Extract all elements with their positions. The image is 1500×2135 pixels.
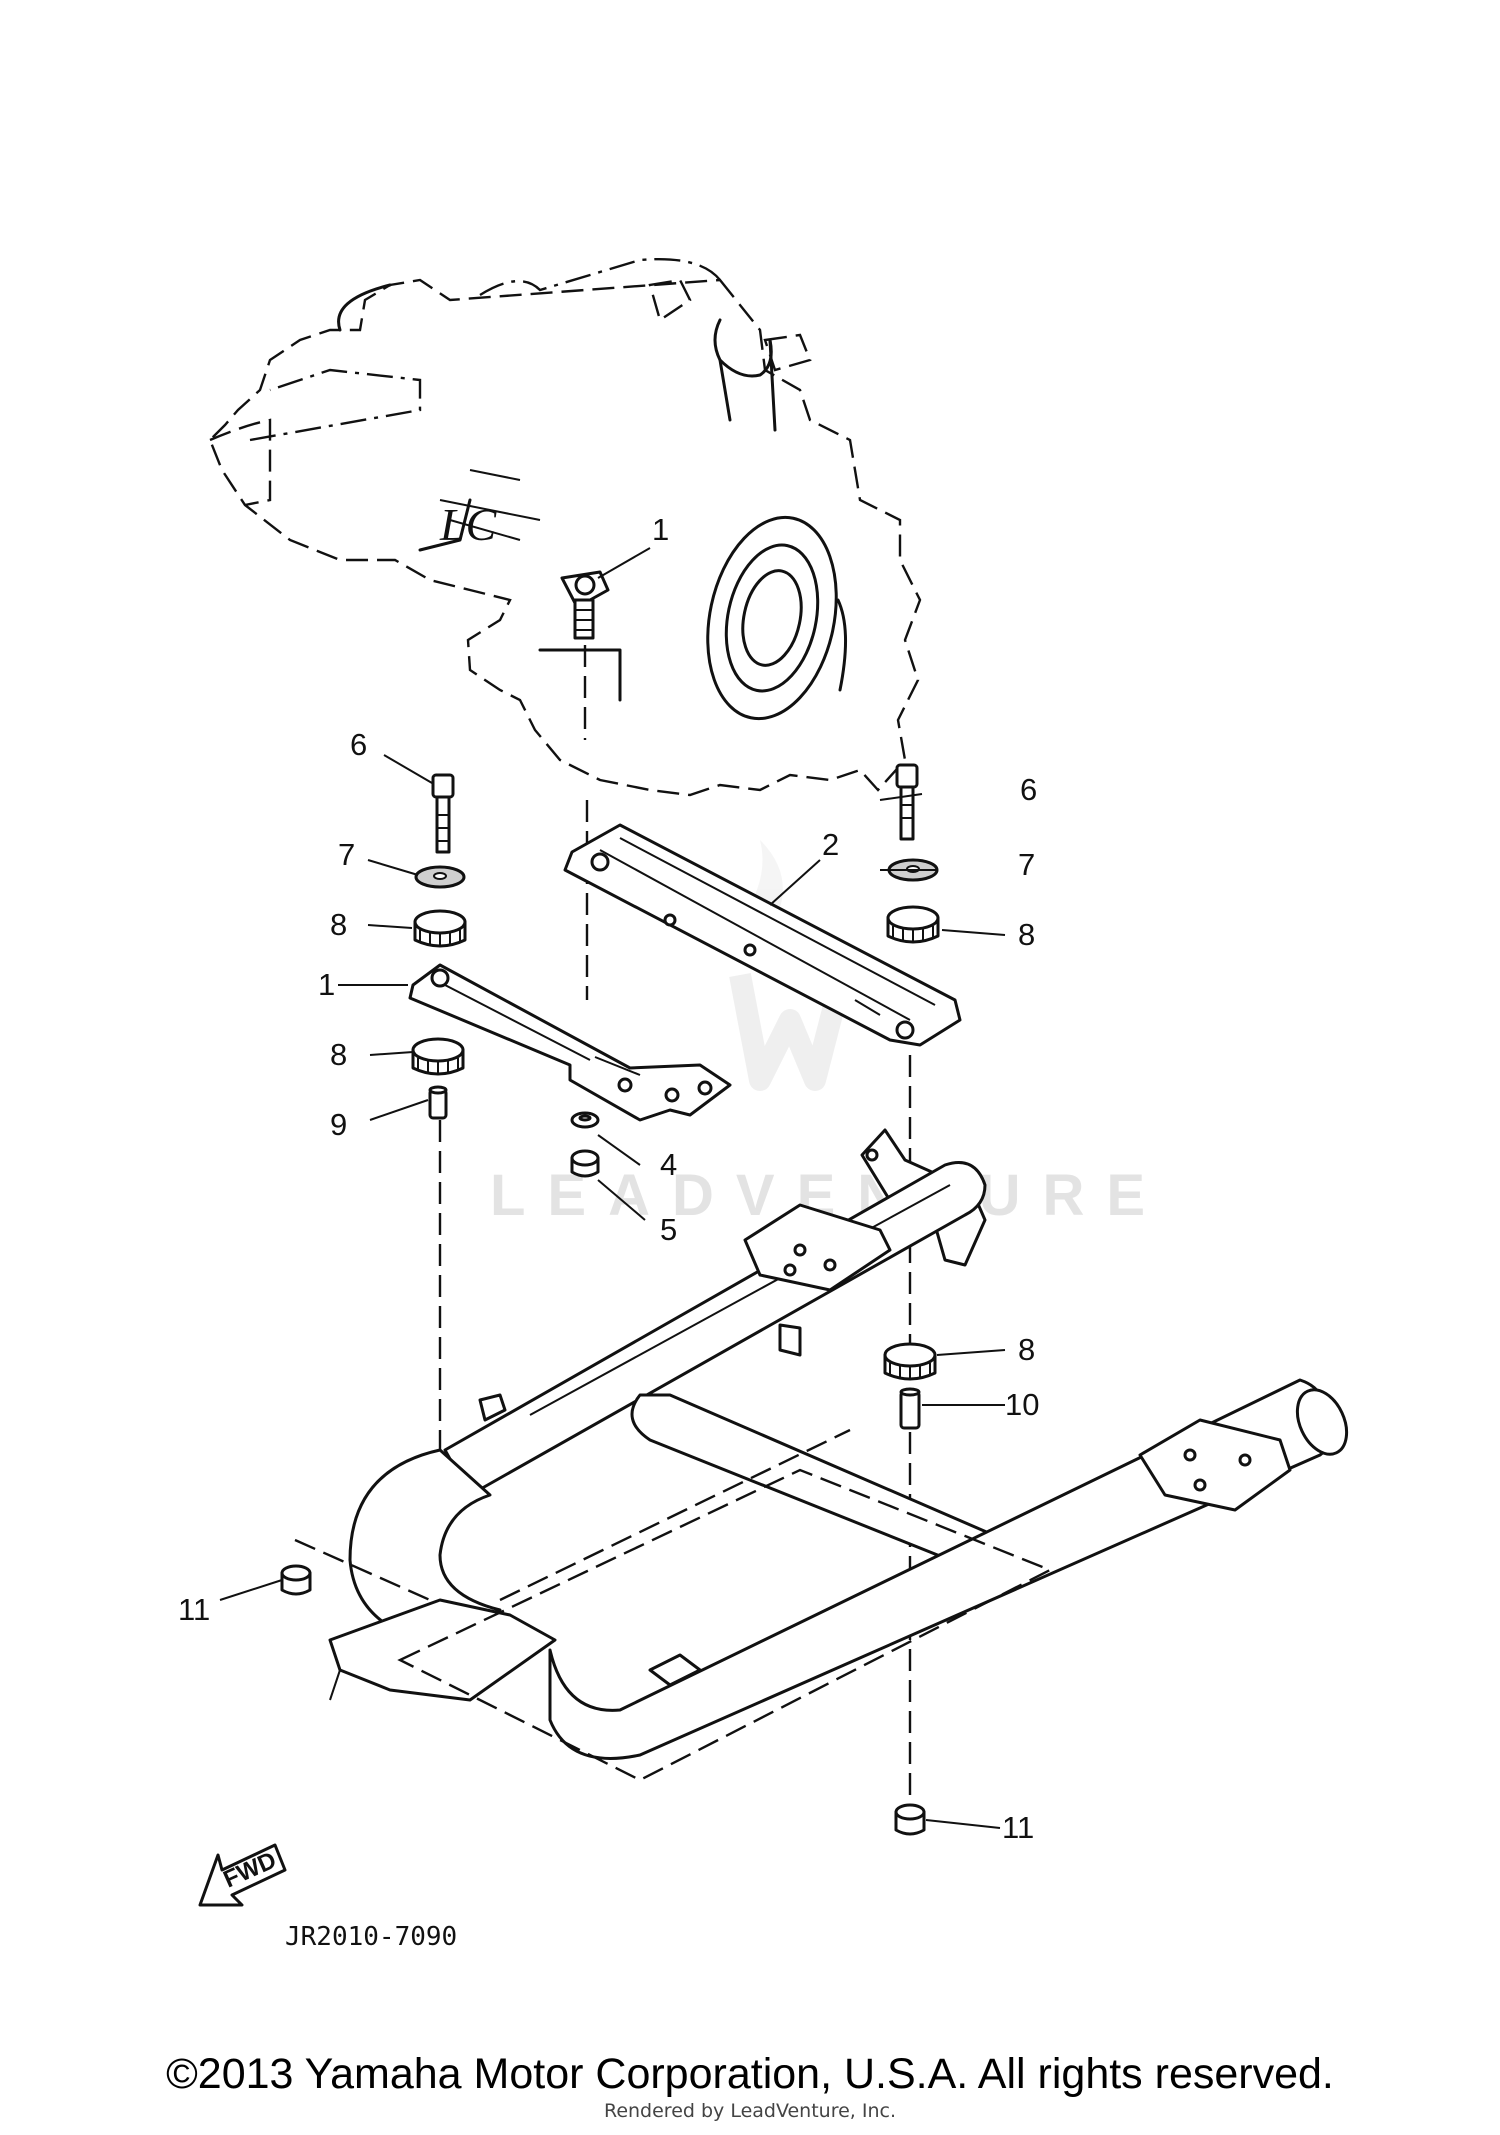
part-1-lower-bracket [408, 963, 732, 1122]
part-8-damper-right-lower [883, 1342, 937, 1381]
rendered-by-text: Rendered by LeadVenture, Inc. [603, 2100, 897, 2122]
part-9-collar [428, 1085, 448, 1120]
part-4-washer [570, 1111, 600, 1129]
frame [294, 1128, 1349, 1782]
left-mount-stack [411, 773, 467, 1120]
part-6-bolt-shank-left [435, 795, 451, 854]
callout-11-right: 11 [1002, 1810, 1034, 1845]
callout-7-right: 7 [1018, 847, 1035, 882]
part-8-damper-left-upper [413, 909, 467, 948]
part-8-damper-right-upper [886, 905, 940, 944]
part-10-collar [899, 1387, 921, 1430]
leader-lines [219, 547, 1006, 1829]
engine-outline: LC [208, 258, 922, 797]
diagram-code: JR2010-7090 [285, 1922, 457, 1952]
part-5-nut [570, 1149, 600, 1178]
callout-8-right-lower: 8 [1018, 1332, 1035, 1367]
callout-9: 9 [330, 1107, 347, 1142]
part-8-damper-left-lower [411, 1037, 465, 1076]
callout-8-left-upper: 8 [330, 907, 347, 942]
part-6-bolt-left [431, 773, 455, 799]
part-6-bolt-right [895, 763, 919, 789]
callout-10: 10 [1005, 1387, 1039, 1422]
part-6-bolt-shank-right [899, 785, 915, 841]
part-11-nut-right [894, 1803, 926, 1836]
callout-11-left: 11 [178, 1592, 210, 1627]
callout-5: 5 [660, 1212, 677, 1247]
part-3-bracket-bolt [560, 570, 610, 640]
callout-labels: 1 6 6 7 7 2 8 8 1 8 9 4 5 8 10 11 11 [178, 512, 1039, 1845]
fwd-arrow-icon: FWD [198, 1843, 287, 1907]
callout-4: 4 [660, 1147, 677, 1182]
part-2-bracket-plate [563, 823, 962, 1047]
callout-8-left-lower: 8 [330, 1037, 347, 1072]
right-mount-stack [883, 763, 940, 1430]
part-11-nut-left [280, 1564, 312, 1596]
callout-7-left: 7 [338, 837, 355, 872]
callout-3: 1 [652, 512, 669, 547]
callout-6-right: 6 [1020, 772, 1037, 807]
copyright-text: ©2013 Yamaha Motor Corporation, U.S.A. A… [166, 2050, 1334, 2098]
callout-6-left: 6 [350, 727, 367, 762]
callout-2: 2 [822, 827, 839, 862]
callout-1: 1 [318, 967, 335, 1002]
engine-marking-text: LC [439, 499, 498, 550]
callout-8-right-upper: 8 [1018, 917, 1035, 952]
